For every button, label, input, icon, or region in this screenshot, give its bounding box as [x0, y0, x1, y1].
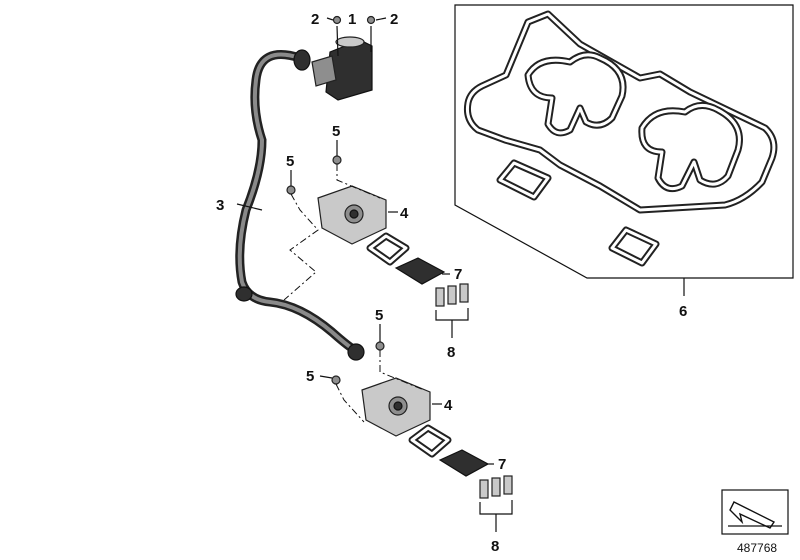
callout-7-upper: 7 — [454, 266, 462, 283]
callout-7-lower: 7 — [498, 456, 506, 473]
breather-hose — [235, 49, 365, 361]
callout-4-lower: 4 — [444, 397, 453, 414]
callout-5-a: 5 — [332, 123, 340, 140]
callout-6: 6 — [679, 303, 687, 320]
valve-body — [311, 25, 373, 101]
upper-valve-assembly — [283, 140, 469, 338]
gasket-inset — [454, 4, 794, 279]
callout-5-d: 5 — [306, 368, 314, 385]
reference-number: 487768 — [737, 541, 777, 555]
callout-2-left: 2 — [311, 11, 319, 28]
lower-valve-assembly — [319, 324, 513, 532]
callout-5-c: 5 — [375, 307, 383, 324]
arrow-icon — [729, 501, 776, 529]
reference-pictogram — [721, 489, 789, 535]
callout-1: 1 — [348, 11, 356, 28]
callout-3: 3 — [216, 197, 224, 214]
callout-8-lower: 8 — [491, 538, 499, 555]
callout-4-upper: 4 — [400, 205, 409, 222]
screws-top — [326, 15, 387, 25]
callout-5-b: 5 — [286, 153, 294, 170]
callout-2-right: 2 — [390, 11, 398, 28]
callout-8-upper: 8 — [447, 344, 455, 361]
